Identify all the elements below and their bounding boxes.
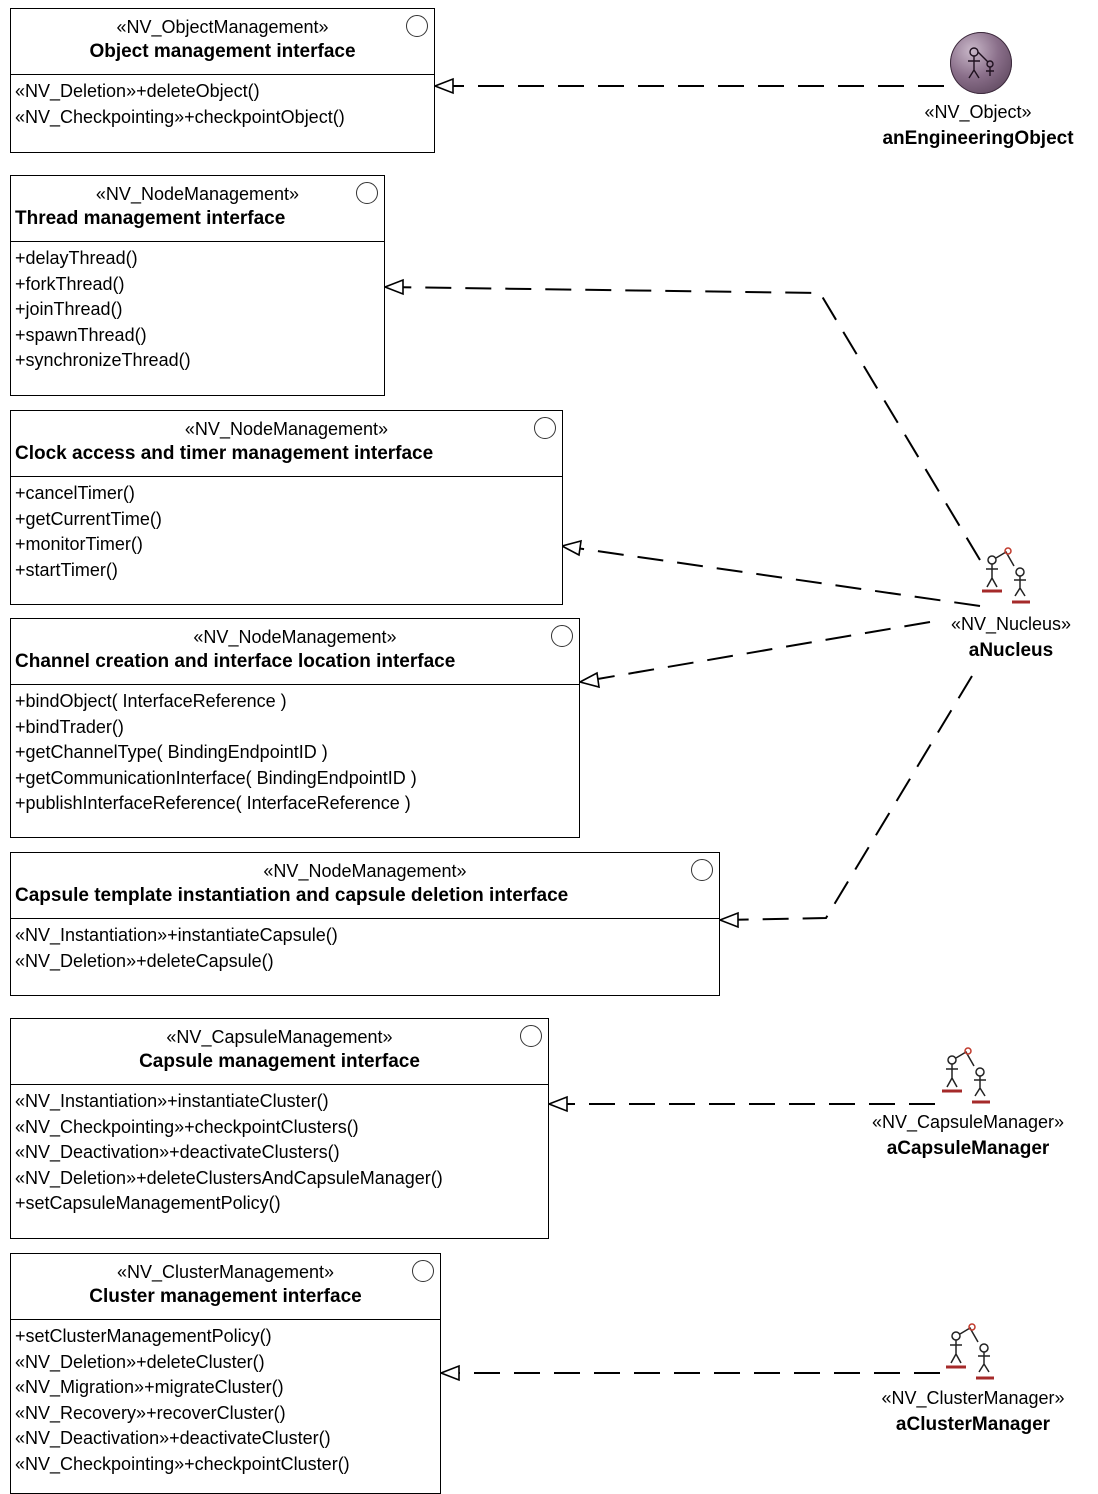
interface-name: Object management interface [89,41,356,62]
dependency-nucleus-to-channel-creation [579,621,931,683]
operation: +getCommunicationInterface( BindingEndpo… [15,767,417,788]
interface-name: Thread management interface [15,208,286,229]
object-a-capsule-manager[interactable]: «NV_CapsuleManager» aCapsuleManager [848,1110,1088,1164]
arrowhead-clock-management [559,539,582,557]
operation-list: «NV_Instantiation»+instantiateCluster() … [11,1085,548,1217]
interface-stereotype: «NV_CapsuleManagement» [166,1027,393,1047]
interface-name: Clock access and timer management interf… [15,443,434,464]
interface-channel-creation[interactable]: «NV_NodeManagement» Channel creation and… [10,618,580,838]
object-an-engineering-object[interactable]: «NV_Object» anEngineeringObject [860,100,1096,154]
interface-lollipop-icon [356,182,378,204]
interface-header: «NV_NodeManagement» Capsule template ins… [11,853,719,919]
arrowhead-object-management [432,77,454,95]
interface-capsule-management[interactable]: «NV_CapsuleManagement» Capsule managemen… [10,1018,549,1239]
interface-header: «NV_CapsuleManagement» Capsule managemen… [11,1019,548,1085]
capsule-manager-icon [942,1047,990,1104]
cluster-manager-icon [946,1323,994,1380]
operation: +bindTrader() [15,716,124,737]
operation: «NV_Migration»+migrateCluster() [15,1377,284,1398]
interface-object-management[interactable]: «NV_ObjectManagement» Object management … [10,8,435,153]
operation-list: «NV_Instantiation»+instantiateCapsule() … [11,919,719,974]
interface-name: Cluster management interface [89,1286,362,1307]
interface-stereotype: «NV_NodeManagement» [263,861,467,881]
interface-capsule-template[interactable]: «NV_NodeManagement» Capsule template ins… [10,852,720,996]
operation: «NV_Deletion»+deleteCluster() [15,1351,265,1372]
operation-list: +delayThread() +forkThread() +joinThread… [11,242,384,374]
object-stereotype: «NV_Nucleus» [950,614,1072,634]
operation: +startTimer() [15,559,118,580]
operation-list: +bindObject( InterfaceReference ) +bindT… [11,685,579,817]
operation: +monitorTimer() [15,534,143,555]
interface-lollipop-icon [520,1025,542,1047]
object-stereotype: «NV_ClusterManager» [881,1388,1065,1408]
dependency-nucleus-to-capsule-template [719,675,973,921]
operation-list: +cancelTimer() +getCurrentTime() +monito… [11,477,562,583]
arrowhead-capsule-template [717,911,739,929]
object-stereotype: «NV_CapsuleManager» [871,1112,1065,1132]
operation: +getChannelType( BindingEndpointID ) [15,742,328,763]
operation: «NV_Deletion»+deleteCapsule() [15,950,274,971]
interface-cluster-management[interactable]: «NV_ClusterManagement» Cluster managemen… [10,1253,441,1494]
operation: «NV_Checkpointing»+checkpointClusters() [15,1116,359,1137]
interface-lollipop-icon [691,859,713,881]
operation-list: «NV_Deletion»+deleteObject() «NV_Checkpo… [11,75,434,130]
interface-lollipop-icon [412,1260,434,1282]
arrowhead-channel-creation [577,671,600,689]
object-a-nucleus[interactable]: «NV_Nucleus» aNucleus [918,612,1098,666]
object-stereotype: «NV_Object» [924,102,1032,122]
dependency-nucleus-to-clock-management [561,545,981,607]
interface-thread-management[interactable]: «NV_NodeManagement» Thread management in… [10,175,385,396]
operation: +setCapsuleManagementPolicy() [15,1193,281,1214]
interface-name: Channel creation and interface location … [15,651,456,672]
operation: +getCurrentTime() [15,508,162,529]
object-name: aCapsuleManager [886,1138,1050,1159]
operation: «NV_Checkpointing»+checkpointCluster() [15,1453,350,1474]
interface-lollipop-icon [551,625,573,647]
interface-header: «NV_ClusterManagement» Cluster managemen… [11,1254,440,1320]
operation: «NV_Checkpointing»+checkpointObject() [15,106,345,127]
operation: +cancelTimer() [15,483,135,503]
operation: +forkThread() [15,273,125,294]
operation: +bindObject( InterfaceReference ) [15,691,287,711]
interface-lollipop-icon [406,15,428,37]
operation: +spawnThread() [15,324,147,345]
operation: «NV_Instantiation»+instantiateCapsule() [15,925,338,945]
interface-name: Capsule template instantiation and capsu… [15,885,569,906]
operation: +joinThread() [15,299,123,320]
object-a-cluster-manager[interactable]: «NV_ClusterManager» aClusterManager [860,1386,1086,1440]
interface-header: «NV_ObjectManagement» Object management … [11,9,434,75]
object-name: anEngineeringObject [882,128,1074,149]
operation: +delayThread() [15,248,138,268]
operation-list: +setClusterManagementPolicy() «NV_Deleti… [11,1320,440,1478]
arrowhead-cluster-management [438,1364,460,1382]
operation: «NV_Deactivation»+deactivateCluster() [15,1428,331,1449]
dependency-nucleus-to-thread-management [384,286,981,561]
operation: «NV_Instantiation»+instantiateCluster() [15,1091,329,1111]
nucleus-icon [982,547,1030,604]
engineering-object-globe-icon [950,32,1012,94]
operation: «NV_Deletion»+deleteObject() [15,81,260,101]
interface-stereotype: «NV_NodeManagement» [193,627,397,647]
interface-stereotype: «NV_NodeManagement» [184,419,389,439]
operation: +publishInterfaceReference( InterfaceRef… [15,793,411,814]
interface-lollipop-icon [534,417,556,439]
arrowhead-capsule-management [546,1095,568,1113]
interface-header: «NV_NodeManagement» Thread management in… [11,176,384,242]
object-name: aNucleus [968,640,1054,661]
object-name: aClusterManager [895,1414,1051,1435]
operation: «NV_Recovery»+recoverCluster() [15,1402,286,1423]
interface-header: «NV_NodeManagement» Clock access and tim… [11,411,562,477]
operation: «NV_Deletion»+deleteClustersAndCapsuleMa… [15,1167,443,1188]
interface-header: «NV_NodeManagement» Channel creation and… [11,619,579,685]
interface-stereotype: «NV_NodeManagement» [95,184,300,204]
interface-stereotype: «NV_ClusterManagement» [116,1262,335,1282]
operation: +synchronizeThread() [15,350,191,371]
interface-name: Capsule management interface [139,1051,420,1072]
interface-stereotype: «NV_ObjectManagement» [116,17,329,37]
operation: +setClusterManagementPolicy() [15,1326,272,1346]
arrowhead-thread-management [382,278,404,296]
interface-clock-timer-management[interactable]: «NV_NodeManagement» Clock access and tim… [10,410,563,605]
operation: «NV_Deactivation»+deactivateClusters() [15,1142,340,1163]
